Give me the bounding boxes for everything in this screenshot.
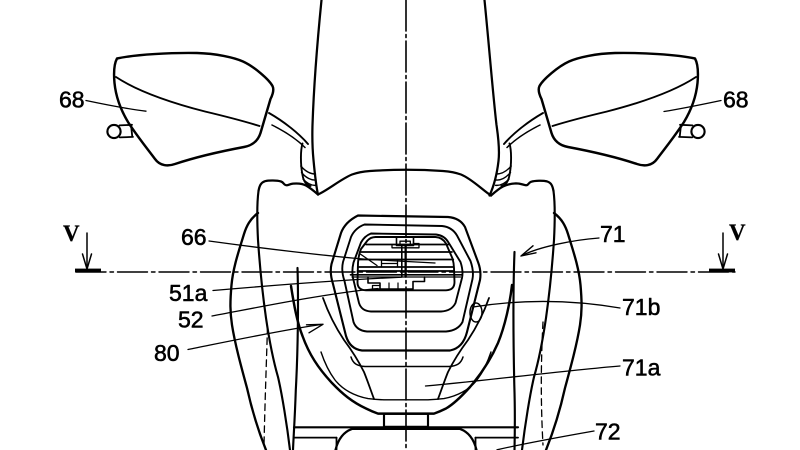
svg-text:68: 68 — [723, 87, 749, 113]
svg-text:52: 52 — [178, 307, 204, 333]
svg-text:66: 66 — [181, 224, 207, 250]
svg-text:80: 80 — [154, 340, 180, 366]
svg-text:V: V — [729, 220, 746, 245]
svg-text:71: 71 — [600, 221, 626, 247]
svg-text:72: 72 — [595, 419, 621, 445]
svg-text:68: 68 — [59, 87, 85, 113]
svg-text:71a: 71a — [622, 355, 661, 381]
svg-text:71b: 71b — [622, 294, 660, 320]
svg-text:51a: 51a — [169, 280, 208, 306]
svg-text:V: V — [63, 221, 80, 246]
